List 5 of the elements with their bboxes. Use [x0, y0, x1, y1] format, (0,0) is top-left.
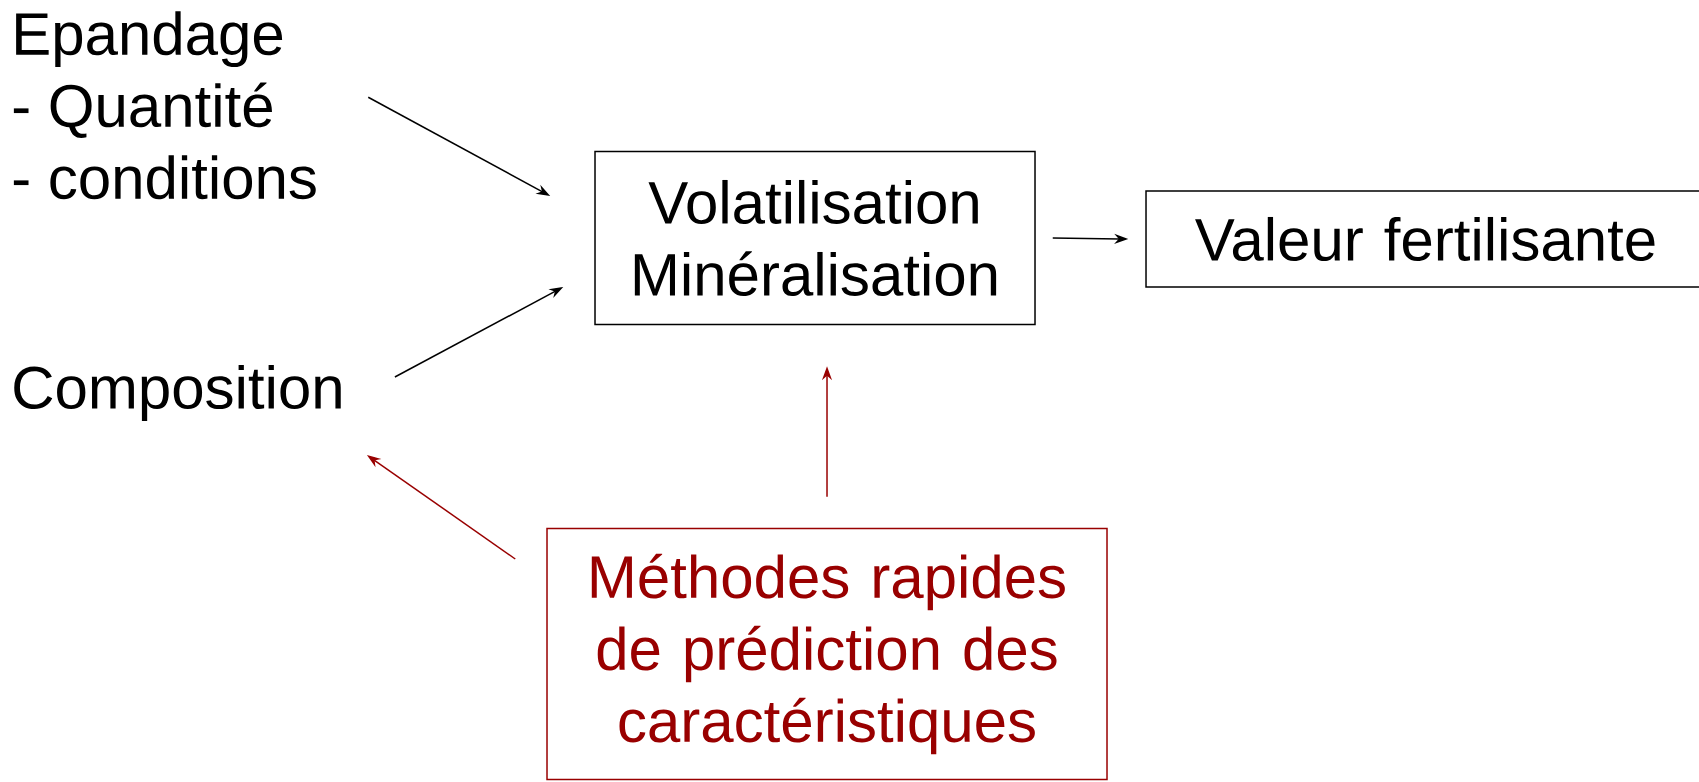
label-text: Composition — [14, 365, 341, 421]
label-text: Epandage - Quantité - conditions — [13, 11, 316, 200]
process-box: Volatilisation Minéralisation — [594, 150, 1036, 326]
process-box: Méthodes rapides de prédiction des caractéristiques — [546, 527, 1108, 781]
process-box: Valeur fertilisante — [1145, 190, 1699, 288]
